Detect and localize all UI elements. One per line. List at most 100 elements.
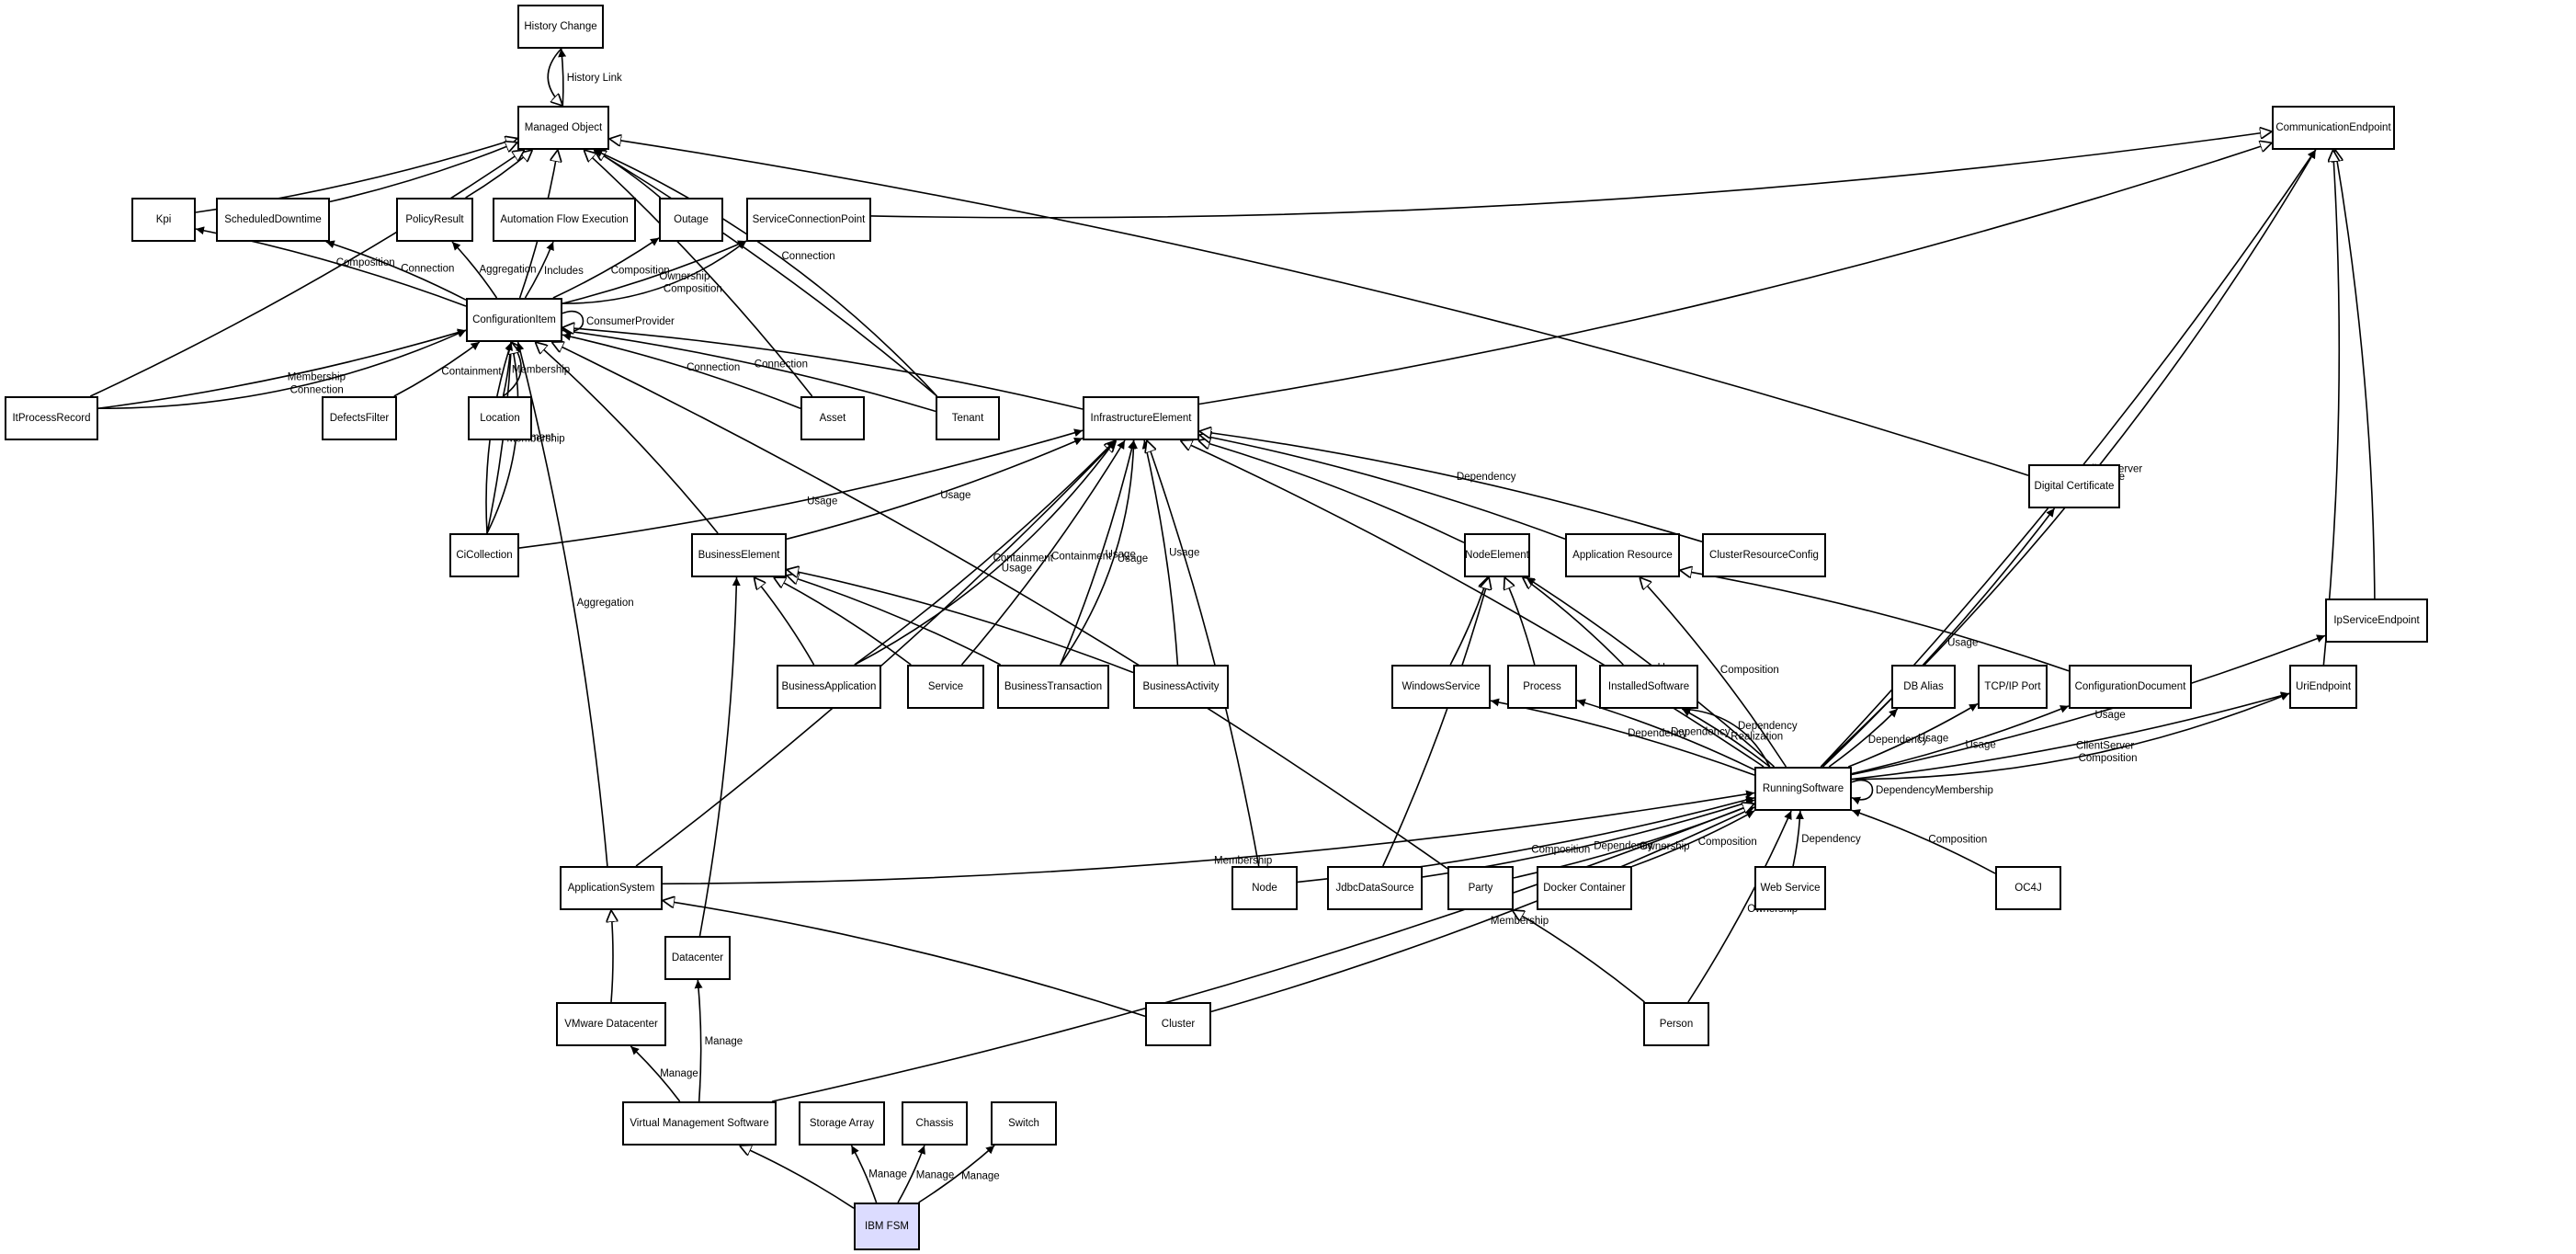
edge-label: Dependency [1801, 834, 1861, 845]
node-db-alias[interactable]: DB Alias [1891, 665, 1956, 709]
node-uri-endpoint[interactable]: UriEndpoint [2289, 665, 2357, 709]
node-ip-service-endpoint[interactable]: IpServiceEndpoint [2325, 598, 2428, 643]
edge-label: Usage [1118, 553, 1148, 564]
node-label: DefectsFilter [329, 413, 390, 424]
node-virtual-management-software[interactable]: Virtual Management Software [622, 1101, 777, 1146]
node-label: Cluster [1161, 1019, 1196, 1030]
node-label: CiCollection [456, 550, 513, 561]
edge-label: Dependency [1628, 728, 1687, 739]
edge-application-system-to-infrastructure-element [635, 440, 1116, 867]
node-scheduled-downtime[interactable]: ScheduledDowntime [216, 198, 330, 242]
edge-label: Usage [1106, 550, 1136, 561]
node-label: Kpi [155, 214, 172, 225]
edge-cluster-resource-config-to-infrastructure-element [1199, 431, 1703, 542]
node-label: InfrastructureElement [1090, 413, 1192, 424]
edge-label: Usage [1918, 734, 1948, 745]
edge-web-service-to-running-software [1792, 810, 1804, 867]
node-outage[interactable]: Outage [659, 198, 723, 242]
edge-cluster-to-running-software [1210, 806, 1755, 1013]
node-chassis[interactable]: Chassis [902, 1101, 968, 1146]
edge-running-software-to-running-software [1851, 779, 1874, 805]
edge-ci-collection-to-infrastructure-element [518, 428, 1084, 549]
edge-label: Membership [512, 365, 570, 376]
edge-label: Membership [1214, 856, 1272, 867]
node-location[interactable]: Location [468, 396, 532, 440]
edge-party-to-configuration-item [551, 342, 1448, 870]
node-running-software[interactable]: RunningSoftware [1754, 767, 1852, 811]
node-label: NodeElement [1465, 550, 1529, 561]
node-ci-collection[interactable]: CiCollection [449, 533, 519, 577]
edge-virtual-management-software-to-running-software [772, 804, 1754, 1102]
node-party[interactable]: Party [1447, 866, 1514, 910]
node-infrastructure-element[interactable]: InfrastructureElement [1083, 396, 1199, 440]
node-ibm-fsm[interactable]: IBM FSM [854, 1203, 920, 1250]
node-oc4j[interactable]: OC4J [1995, 866, 2061, 910]
node-configuration-item[interactable]: ConfigurationItem [466, 298, 562, 342]
edge-label: Manage [868, 1169, 907, 1180]
edge-virtual-management-software-to-vmware-datacenter [630, 1045, 681, 1102]
node-defects-filter[interactable]: DefectsFilter [322, 396, 397, 440]
node-tenant[interactable]: Tenant [936, 396, 1000, 440]
node-label: Party [1468, 883, 1493, 894]
node-digital-certificate[interactable]: Digital Certificate [2028, 464, 2120, 508]
node-business-transaction[interactable]: BusinessTransaction [997, 665, 1109, 709]
node-it-process-record[interactable]: ItProcessRecord [5, 396, 98, 440]
node-switch[interactable]: Switch [991, 1101, 1057, 1146]
edge-ibm-fsm-to-chassis [897, 1145, 925, 1203]
node-business-application[interactable]: BusinessApplication [777, 665, 881, 709]
node-jdbc-data-source[interactable]: JdbcDataSource [1327, 866, 1423, 910]
node-business-element[interactable]: BusinessElement [691, 533, 787, 577]
edge-label: Containment [441, 366, 502, 377]
node-docker-container[interactable]: Docker Container [1537, 866, 1632, 910]
node-datacenter[interactable]: Datacenter [664, 936, 731, 980]
node-windows-service[interactable]: WindowsService [1391, 665, 1491, 709]
edge-business-transaction-to-infrastructure-element [1060, 439, 1138, 666]
edge-infrastructure-element-to-configuration-item [562, 327, 1084, 410]
node-storage-array[interactable]: Storage Array [799, 1101, 885, 1146]
node-cluster[interactable]: Cluster [1145, 1002, 1211, 1046]
node-application-resource[interactable]: Application Resource [1565, 533, 1680, 577]
node-label: Location [480, 413, 520, 424]
node-label: JdbcDataSource [1335, 883, 1414, 894]
node-node[interactable]: Node [1231, 866, 1298, 910]
node-person[interactable]: Person [1643, 1002, 1709, 1046]
node-asset[interactable]: Asset [800, 396, 865, 440]
edge-it-process-record-to-managed-object [89, 150, 524, 397]
node-communication-endpoint[interactable]: CommunicationEndpoint [2272, 106, 2395, 150]
edge-configuration-item-to-scheduled-downtime [325, 240, 467, 301]
node-node-element[interactable]: NodeElement [1464, 533, 1530, 577]
edge-asset-to-configuration-item [562, 332, 801, 409]
edge-windows-service-to-node-element [1449, 577, 1488, 666]
node-tcpip-port[interactable]: TCP/IP Port [1978, 665, 2048, 709]
edge-configuration-item-to-outage [552, 237, 660, 299]
node-vmware-datacenter[interactable]: VMware Datacenter [556, 1002, 666, 1046]
node-service-connection-point[interactable]: ServiceConnectionPoint [746, 198, 871, 242]
node-application-system[interactable]: ApplicationSystem [560, 866, 663, 910]
edge-label: Composition [1928, 835, 1987, 846]
node-cluster-resource-config[interactable]: ClusterResourceConfig [1702, 533, 1826, 577]
edge-running-software-to-tcpip-port [1848, 702, 1979, 768]
node-automation-flow-execution[interactable]: Automation Flow Execution [493, 198, 636, 242]
node-web-service[interactable]: Web Service [1754, 866, 1826, 910]
node-installed-software[interactable]: InstalledSoftware [1599, 665, 1698, 709]
node-business-activity[interactable]: BusinessActivity [1133, 665, 1229, 709]
edge-tenant-to-managed-object [594, 149, 938, 397]
node-kpi[interactable]: Kpi [131, 198, 196, 242]
node-service[interactable]: Service [907, 665, 984, 709]
edge-uri-endpoint-to-communication-endpoint [2322, 150, 2341, 666]
node-label: Switch [1008, 1118, 1039, 1129]
edge-running-software-to-application-resource [1640, 577, 1787, 768]
node-process[interactable]: Process [1507, 665, 1577, 709]
edge-label: Manage [705, 1036, 743, 1047]
edge-docker-container-to-running-software [1631, 810, 1755, 868]
node-managed-object[interactable]: Managed Object [517, 106, 609, 150]
edge-business-transaction-to-infrastructure-element [1060, 439, 1136, 666]
node-configuration-document[interactable]: ConfigurationDocument [2069, 665, 2192, 709]
node-history-change[interactable]: History Change [517, 5, 604, 49]
node-policy-result[interactable]: PolicyResult [396, 198, 473, 242]
edge-label: Aggregation [480, 265, 537, 276]
edge-configuration-item-to-policy-result [451, 241, 498, 299]
node-label: Docker Container [1543, 883, 1626, 894]
node-label: WindowsService [1401, 681, 1481, 692]
